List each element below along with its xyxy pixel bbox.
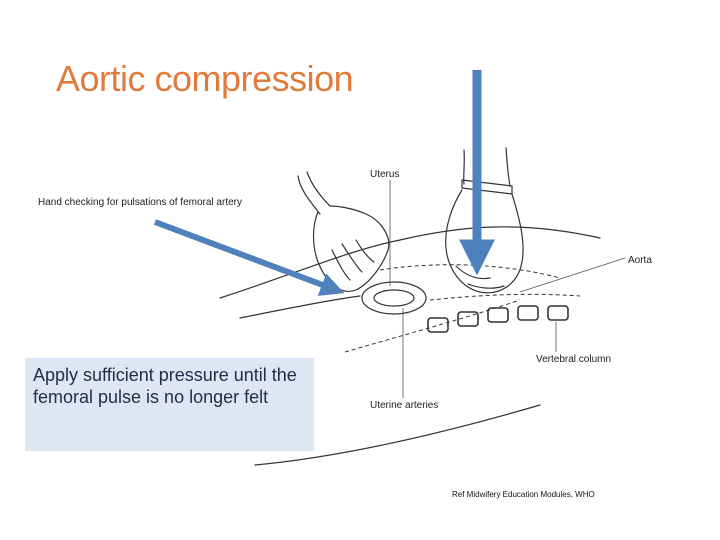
vertebral-column — [427, 305, 569, 333]
right-fist — [445, 189, 524, 294]
vertebra — [487, 307, 509, 323]
left-forearm-inner — [306, 171, 331, 207]
aorta-dashed — [429, 293, 581, 301]
left-forearm — [297, 175, 321, 215]
vertebra — [457, 311, 479, 327]
reference-note: Ref Midwifery Education Modules, WHO — [452, 490, 595, 499]
abdomen-lower-outline — [239, 295, 361, 319]
right-forearm-inner — [505, 147, 511, 187]
vertebra — [517, 305, 539, 321]
right-forearm — [463, 149, 465, 185]
arrow-to-femoral-hand — [153, 219, 345, 296]
back-outline — [254, 404, 541, 466]
slide-title: Aortic compression — [56, 58, 354, 99]
uterus-shape — [361, 281, 427, 315]
label-vertebral-column: Vertebral column — [536, 354, 612, 365]
aorta-leader — [519, 257, 626, 293]
label-hand-checking: Hand checking for pulsations of femoral … — [38, 197, 242, 208]
vertebra — [547, 305, 569, 321]
left-hand-fingers — [331, 239, 375, 281]
right-cuff — [461, 179, 513, 195]
uterus-inner — [373, 289, 415, 307]
right-fist-knuckles — [455, 265, 505, 289]
abdomen-outline — [219, 226, 601, 299]
label-uterine-arteries: Uterine arteries — [370, 400, 439, 411]
instruction-callout: Apply sufficient pressure until the femo… — [25, 358, 314, 451]
vertebra — [427, 317, 449, 333]
label-aorta: Aorta — [628, 255, 652, 266]
left-hand — [312, 205, 390, 292]
label-uterus: Uterus — [370, 169, 400, 180]
